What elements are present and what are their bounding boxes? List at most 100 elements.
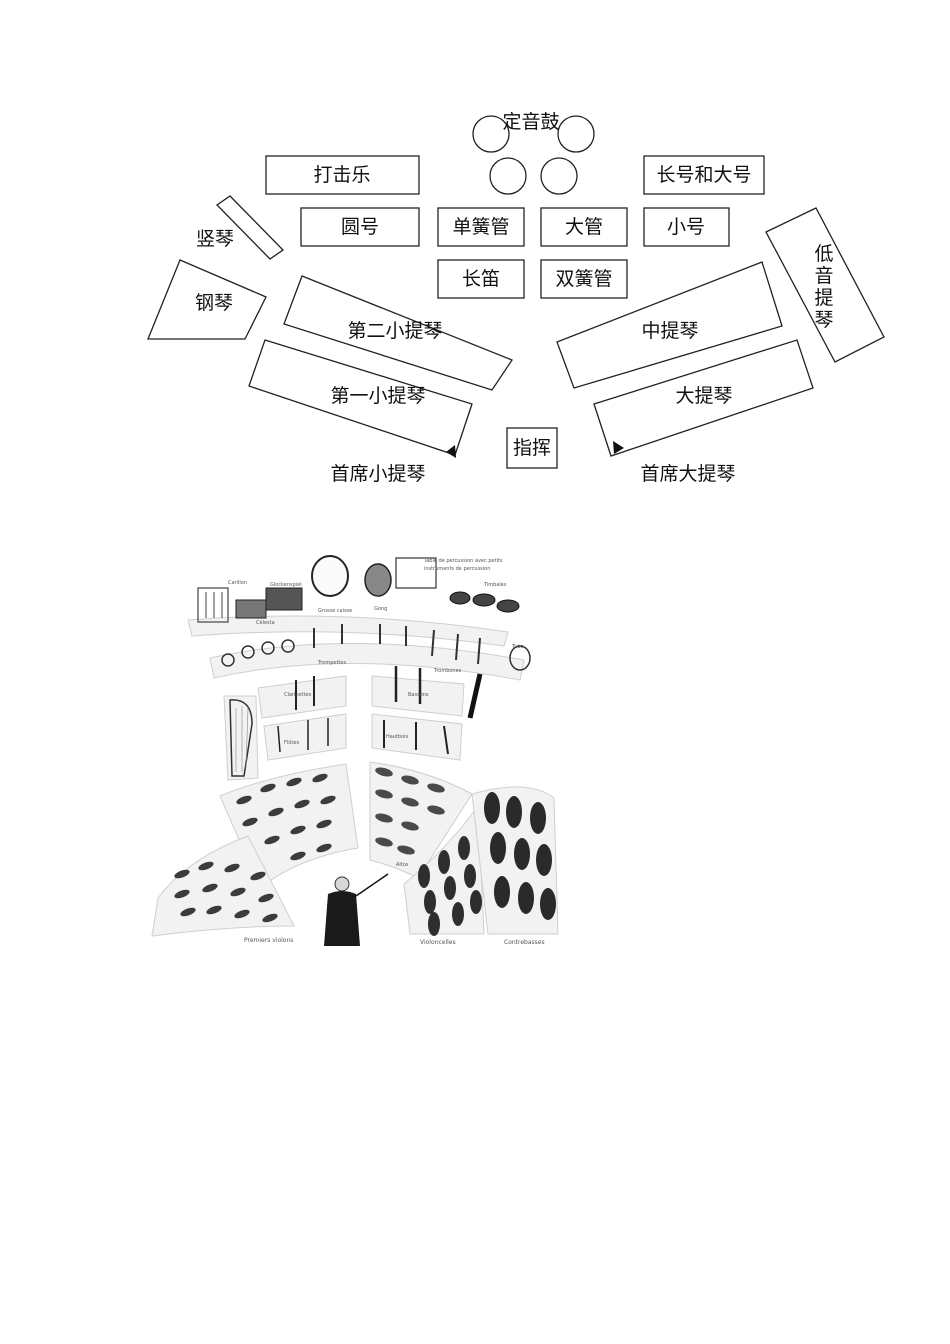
- viola-icon: [375, 767, 393, 777]
- clarinet-label: 单簧管: [452, 216, 509, 238]
- harp-box: [215, 195, 285, 260]
- orchestra-illustration: Table de percussion avec petits instrume…: [151, 555, 559, 946]
- trombone-icon: [431, 629, 435, 657]
- flute-box: [437, 259, 525, 299]
- percussion-arc: [187, 615, 509, 647]
- violin-icon: [230, 887, 246, 897]
- second-violin-section: 第二小提琴: [283, 275, 513, 391]
- violin-icon: [174, 869, 190, 879]
- violin-icon: [224, 863, 240, 873]
- violin-icon: [180, 907, 196, 917]
- bassoon-box: [540, 207, 628, 247]
- clarinet-section: 单簧管: [437, 207, 525, 247]
- cello-label: 大提琴: [675, 385, 732, 407]
- cello-icon: [418, 864, 430, 888]
- first-violin-group: Premiers violons: [174, 861, 293, 944]
- bass-drum-icon: [311, 555, 349, 597]
- cello-icon: [438, 850, 450, 874]
- celesta-label: Célesta: [256, 619, 275, 626]
- violin-icon: [316, 843, 332, 853]
- cello-icon: [458, 836, 470, 860]
- french-horn-box: [300, 207, 420, 247]
- first-violin-label: 第一小提琴: [330, 385, 425, 407]
- viola-icon: [375, 789, 393, 799]
- contrabass-icon: [484, 792, 500, 824]
- trombone-tuba-label: 长号和大号: [656, 164, 751, 186]
- french-horn-icon: [241, 645, 255, 659]
- harp-label: 竖琴: [196, 228, 234, 250]
- violin-icon: [294, 799, 310, 809]
- double-bass-char: 琴: [814, 309, 833, 331]
- timpani-group: 定音鼓: [472, 111, 595, 195]
- french-horn-section: 圆号: [300, 207, 420, 247]
- woodwind-arc-3: [263, 713, 347, 761]
- first-violin-section: 第一小提琴: [248, 339, 473, 458]
- violin-icon: [320, 795, 336, 805]
- cello-icon: [452, 902, 464, 926]
- oboe-icon: [443, 725, 449, 755]
- brass-row: Trompettes Trombones Tuba: [221, 624, 531, 674]
- trombones-label: Trombones: [433, 668, 462, 674]
- percussion-table-icon: [395, 557, 437, 589]
- trombone-tuba-section: 长号和大号: [643, 155, 765, 195]
- harp-figure: [229, 699, 253, 777]
- second-violin-group: [236, 773, 336, 861]
- cello-section: 大提琴: [593, 339, 814, 457]
- premiers-violons-label: Premiers violons: [244, 937, 293, 944]
- viola-icon: [401, 775, 419, 785]
- tuba-label: Tuba: [511, 644, 524, 650]
- flute-icon: [277, 725, 281, 753]
- cello-icon: [464, 864, 476, 888]
- viola-group: Altos: [375, 767, 445, 868]
- bassoon-label: 大管: [565, 216, 603, 238]
- timpani-drum: [489, 157, 527, 195]
- violin-icon: [258, 893, 274, 903]
- violin-icon: [264, 835, 280, 845]
- piano-label: 钢琴: [195, 292, 233, 314]
- violin-icon: [268, 807, 284, 817]
- contrabassoon-icon: [467, 673, 483, 719]
- woodwind-block: Clarinettes Bassons Flûtes Hautbois: [277, 666, 483, 755]
- conductor-body-icon: [324, 891, 360, 946]
- clarinet-box: [437, 207, 525, 247]
- contrabass-icon: [530, 802, 546, 834]
- timbale-icon: [472, 593, 496, 607]
- violin-icon: [206, 905, 222, 915]
- violin-icon: [250, 871, 266, 881]
- grosse-caisse-label: Grosse caisse: [318, 608, 352, 614]
- carillon-label: Carillon: [228, 580, 247, 586]
- conductor-head-icon: [334, 876, 350, 892]
- violin-icon: [262, 913, 278, 923]
- contrabass-icon: [536, 844, 552, 876]
- harp-section: 竖琴: [196, 195, 285, 260]
- cello-icon: [428, 912, 440, 936]
- french-horn-icon: [281, 639, 295, 653]
- trombone-tuba-box: [643, 155, 765, 195]
- second-violin-box: [283, 275, 513, 391]
- gong-icon: [364, 563, 392, 597]
- violin-icon: [174, 889, 190, 899]
- percussion-section: 打击乐: [265, 155, 420, 195]
- orchestra-seating-chart: 定音鼓 打击乐 长号和大号 竖琴 圆号 单簧管 大管 小号 低 音 提: [147, 111, 885, 485]
- timpani-label: 定音鼓: [502, 111, 559, 133]
- brass-arc: [209, 643, 525, 681]
- celesta-icon: [235, 599, 267, 619]
- viola-icon: [401, 821, 419, 831]
- french-horn-icon: [221, 653, 235, 667]
- viola-icon: [375, 837, 393, 847]
- conductor-section: 指挥: [506, 427, 558, 469]
- viola-label: 中提琴: [641, 320, 698, 342]
- double-bass-box: [765, 207, 885, 363]
- cello-icon: [444, 876, 456, 900]
- clarinettes-label: Clarinettes: [284, 692, 312, 698]
- table-note-label-2: instruments de percussion: [424, 566, 490, 572]
- timbale-icon: [496, 599, 520, 613]
- double-bass-char: 提: [814, 287, 833, 309]
- contrabass-group: Contrebasses: [484, 792, 556, 946]
- double-bass-char: 低: [814, 243, 833, 265]
- altos-label: Altos: [396, 862, 409, 868]
- viola-icon: [427, 805, 445, 815]
- harp-icon: [229, 699, 253, 777]
- viola-icon: [401, 797, 419, 807]
- violin-icon: [290, 825, 306, 835]
